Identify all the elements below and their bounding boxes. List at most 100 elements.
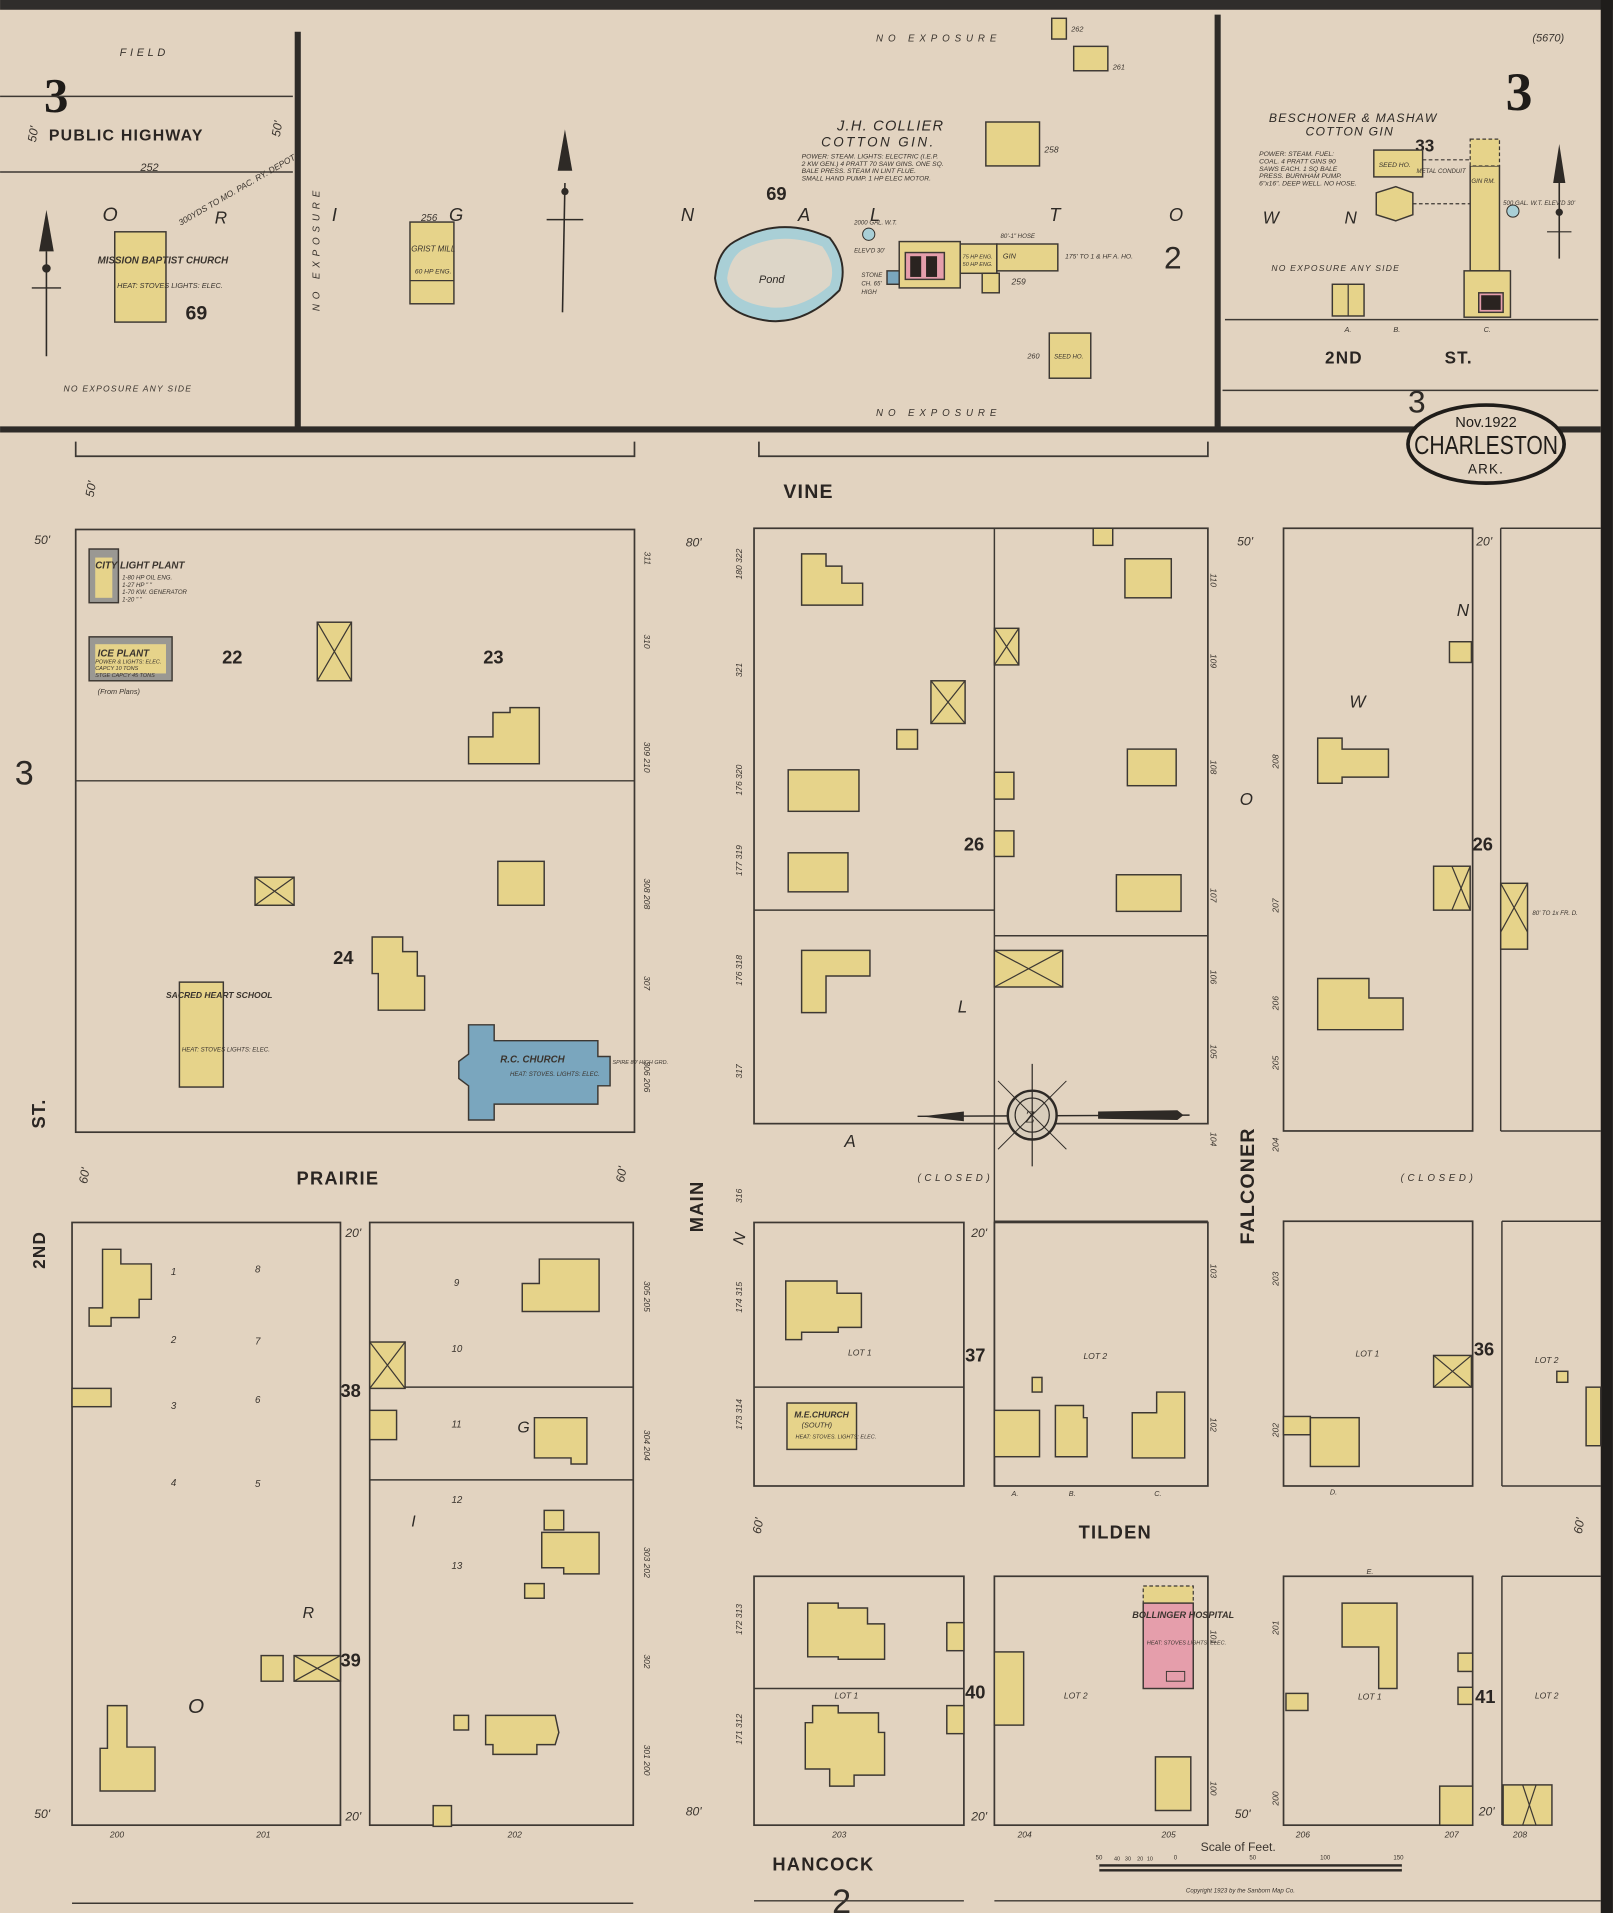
town-letter: G	[517, 1419, 529, 1436]
address-label: 206	[1271, 996, 1281, 1011]
block-26	[753, 527, 1209, 1125]
dwelling	[804, 1704, 886, 1787]
street-width: 20'	[344, 1226, 362, 1240]
pond: Pond	[714, 226, 844, 323]
gin-label: GIN	[1003, 252, 1017, 261]
dwelling	[533, 1416, 588, 1465]
address-label: 307	[642, 976, 652, 990]
shed	[453, 1714, 470, 1731]
frame-garage	[993, 627, 1020, 666]
auto-house	[368, 1409, 398, 1441]
frame-garage	[254, 876, 295, 906]
dwelling	[800, 553, 864, 606]
stone-chimney	[886, 270, 900, 285]
address-label: 256	[420, 213, 438, 224]
building-name: ICE PLANT	[98, 648, 151, 659]
title-cartouche: Nov.1922 CHARLESTON ARK.	[1406, 403, 1566, 485]
dwelling	[371, 936, 426, 1011]
lot-number: 9	[454, 1278, 460, 1289]
scale-tick: 10	[1147, 1857, 1153, 1863]
town-letter: I	[332, 204, 337, 225]
field-label: FIELD	[120, 47, 169, 59]
frame-garage	[1432, 1354, 1473, 1388]
sacred-heart-school: SACRED HEART SCHOOL HEAT: STOVES LIGHTS:…	[166, 981, 272, 1088]
scale-tick: 0	[1174, 1854, 1178, 1861]
building-note: HEAT: STOVES. LIGHTS: ELEC.	[796, 1434, 877, 1440]
map-date: Nov.1922	[1455, 415, 1517, 431]
town-letter: A	[843, 1132, 855, 1151]
lot-number: 7	[255, 1336, 261, 1347]
grist-mill	[409, 221, 455, 305]
street-prairie: PRAIRIE	[297, 1168, 380, 1189]
address-label: 104	[1208, 1132, 1218, 1146]
address-label: 177 319	[734, 845, 744, 876]
town-letter: O	[103, 204, 118, 226]
street-2nd: 2ND	[1325, 349, 1363, 368]
town-letter: N	[730, 1231, 750, 1247]
lot-number: 8	[255, 1264, 261, 1275]
dwelling	[467, 706, 541, 765]
street-width: 50'	[1235, 1807, 1252, 1821]
address-label: 180 322	[734, 548, 744, 579]
copyright: Copyright 1923 by the Sanborn Map Co.	[1186, 1887, 1295, 1894]
address-label: 303 202	[642, 1547, 652, 1578]
auto-house	[1092, 527, 1114, 547]
distance-note: 80' TO 1x FR. D.	[1532, 910, 1577, 917]
dwelling	[800, 949, 871, 1014]
address-label: 204	[1017, 1829, 1032, 1839]
water-tank-icon	[1506, 204, 1520, 218]
plan-note: (From Plans)	[98, 687, 140, 696]
conduit-label: METAL CONDUIT	[1417, 168, 1467, 175]
dwelling	[541, 1531, 600, 1575]
address-label: 100	[1208, 1781, 1218, 1795]
scale-bar: Scale of Feet. 50 40 30 20 10 0 50 100 1…	[1096, 1840, 1404, 1894]
water-tank-icon	[862, 227, 876, 241]
mission-baptist-church	[114, 231, 167, 323]
street-width: 60'	[613, 1165, 630, 1184]
city-light-plant: CITY LIGHT PLANT 1-80 HP OIL ENG. 1-27 H…	[88, 548, 188, 603]
street-width: 50'	[269, 119, 286, 138]
address-label: 109	[1208, 654, 1218, 668]
north-arrow-icon	[546, 129, 584, 313]
auto-house	[993, 830, 1015, 858]
address-label: 208	[1512, 1829, 1527, 1839]
scale-tick: 20	[1137, 1857, 1143, 1863]
address-label: 171 312	[734, 1714, 744, 1745]
address-label: 308 208	[642, 878, 652, 909]
lot-label: LOT 2	[1083, 1351, 1107, 1361]
address-label: 201	[1271, 1620, 1281, 1635]
building-note: HEAT: STOVES. LIGHTS: ELEC.	[510, 1071, 600, 1078]
ice-plant: ICE PLANT POWER & LIGHTS: ELEC. CAPCY 10…	[88, 636, 173, 696]
exposure-note: NO EXPOSURE ANY SIDE	[64, 384, 193, 394]
map-city: CHARLESTON	[1414, 432, 1558, 460]
sheet-code: (5670)	[1532, 32, 1564, 44]
shed	[1031, 1376, 1043, 1393]
street-width: 50'	[34, 1807, 51, 1821]
gin-note: POWER: STEAM. FUEL:	[1259, 151, 1334, 158]
seed-house	[1373, 149, 1424, 178]
lot-label: B.	[1069, 1489, 1076, 1498]
town-letter: O	[1240, 790, 1253, 809]
auto-house	[71, 1387, 112, 1408]
inset-right: (5670) 3 BESCHONER & MASHAW COTTON GIN P…	[1222, 32, 1599, 419]
address-label: 176 318	[734, 955, 744, 986]
building-sub: (SOUTH)	[802, 1420, 832, 1429]
main-map: VINE PRAIRIE TILDEN HANCOCK MAIN FALCONE…	[15, 441, 1602, 1913]
dwelling	[787, 852, 849, 893]
address-label: 200	[109, 1829, 124, 1839]
street-width: 50'	[34, 533, 51, 547]
exposure-note: NO EXPOSURE	[876, 33, 1001, 44]
street-width: 80'	[686, 536, 703, 550]
gin-note: COAL. 4 PRATT GINS 90	[1259, 158, 1336, 165]
lot-label: LOT 1	[1358, 1691, 1382, 1701]
town-letter: L	[870, 204, 880, 225]
gin-note: BALE PRESS. STEAM IN LINT FLUE.	[802, 168, 916, 175]
frame-garage	[316, 621, 353, 682]
north-arrow-icon	[31, 209, 62, 357]
building-note: 60 HP ENG.	[415, 268, 452, 275]
street-falconer: FALCONER	[1237, 1127, 1259, 1244]
spire-note: SPIRE 80' HIGH GRD.	[613, 1060, 669, 1066]
building-name: J.H. COLLIER	[836, 119, 944, 135]
dwelling	[497, 860, 545, 906]
street-2nd-suffix: ST.	[28, 1098, 49, 1128]
